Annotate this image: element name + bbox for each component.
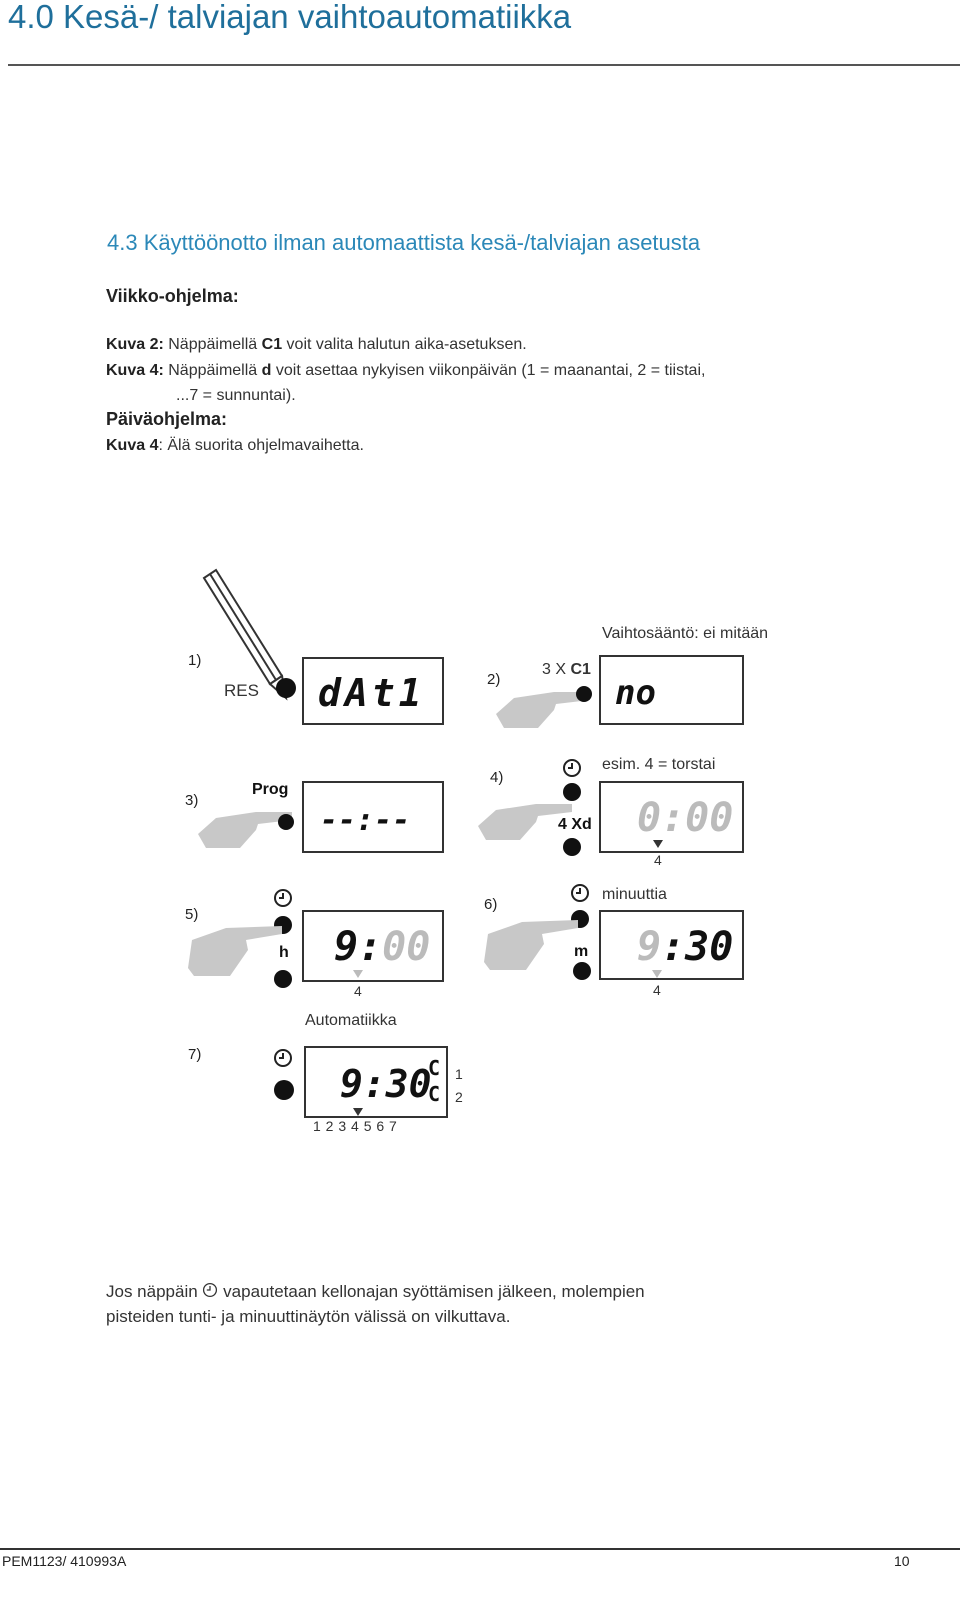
h-key-label: h: [279, 944, 289, 961]
prog-button[interactable]: [278, 814, 294, 830]
res-key-label: RES: [224, 681, 259, 700]
m-key-label: m: [574, 943, 589, 960]
m-button[interactable]: [573, 962, 591, 980]
instruction-line-1: Kuva 2: Näppäimellä C1 voit valita halut…: [106, 335, 527, 355]
caption: Vaihtosääntö: ei mitään: [602, 625, 769, 642]
text: vapautetaan kellonajan syöttämisen jälke…: [223, 1282, 645, 1301]
h-button[interactable]: [274, 970, 292, 988]
figure-ref: Kuva 4: [106, 437, 159, 454]
hand-icon: [188, 926, 282, 976]
text: voit valita halutun aika-asetuksen.: [286, 336, 527, 353]
section-title: 4.3 Käyttöönotto ilman automaattista kes…: [107, 230, 701, 255]
text: Jos näppäin: [106, 1282, 198, 1301]
lcd-text: 9:00: [334, 924, 431, 970]
footer-divider: [0, 1548, 960, 1550]
instruction-line-2b: ...7 = sunnuntai).: [176, 387, 296, 404]
figure-ref: Kuva 4:: [106, 362, 164, 379]
step-label: 4): [490, 769, 504, 786]
hand-icon: [478, 804, 572, 840]
caption: Automatiikka: [305, 1012, 397, 1029]
step-label: 5): [185, 906, 199, 923]
c1-key-label: C1: [570, 661, 591, 678]
day-indicator: [353, 1108, 363, 1116]
title-divider: [8, 64, 960, 66]
lcd-display: no: [599, 655, 744, 725]
hand-icon: [496, 692, 590, 728]
day-indicator: [652, 970, 662, 978]
lcd-text: 9:30: [340, 1062, 432, 1106]
instruction-line-3: Kuva 4: Älä suorita ohjelmavaihetta.: [106, 436, 364, 456]
daily-heading: Päiväohjelma:: [106, 409, 228, 429]
lcd-display: 9:30: [599, 910, 744, 980]
note-line-2: pisteiden tunti- ja minuuttinäytön välis…: [106, 1307, 511, 1326]
step-label: 6): [484, 896, 498, 913]
channel-c1-indicator: C: [428, 1056, 441, 1080]
lcd-text: --:--: [320, 803, 411, 838]
channel-c2-indicator: C: [428, 1082, 441, 1106]
day-number: 4: [354, 983, 362, 999]
instruction-line-2: Kuva 4: Näppäimellä d voit asettaa nykyi…: [106, 361, 705, 381]
key-ref: d: [261, 362, 272, 379]
page-number: 10: [894, 1553, 910, 1569]
d-button[interactable]: [563, 838, 581, 856]
day-number: 4: [653, 982, 661, 998]
lcd-display: dAt1: [302, 657, 444, 725]
lcd-text: dAt1: [318, 671, 426, 715]
step-label: 7): [188, 1046, 202, 1063]
clock-button[interactable]: [274, 1080, 294, 1100]
step-label: 2): [487, 671, 501, 688]
clock-icon: [563, 759, 581, 777]
instruction-figure: 1) RES dAt1 2) Vaihtosääntö: ei mitään 3…: [0, 560, 960, 1160]
step-label: 3): [185, 792, 199, 809]
day-indicator: [353, 970, 363, 978]
repeat-count: 3 X: [542, 661, 567, 678]
res-button[interactable]: [276, 678, 296, 698]
key-label: 3 X C1: [542, 661, 591, 679]
key-ref: C1: [261, 336, 283, 353]
lcd-text: 0:00: [637, 795, 734, 841]
text: : Älä suorita ohjelmavaihetta.: [158, 437, 364, 454]
clock-icon: [571, 884, 589, 902]
lcd-text: no: [615, 673, 656, 713]
lcd-display: 9:00: [302, 910, 444, 982]
d-key-label: 4 Xd: [558, 816, 592, 833]
lcd-display: --:--: [302, 781, 444, 853]
hand-icon: [198, 812, 292, 848]
c1-button[interactable]: [576, 686, 592, 702]
page-title: 4.0 Kesä-/ talviajan vaihtoautomatiikka: [8, 0, 572, 35]
document-code: PEM1123/ 410993A: [2, 1553, 127, 1569]
clock-icon: [203, 1282, 218, 1298]
weekday-numbers: 1 2 3 4 5 6 7: [313, 1118, 397, 1134]
text: voit asettaa nykyisen viikonpäivän (1 = …: [275, 362, 706, 379]
figure-ref: Kuva 2:: [106, 336, 164, 353]
text: Näppäimellä: [168, 362, 258, 379]
channel-1-label: 1: [455, 1066, 463, 1082]
clock-icon: [274, 889, 292, 907]
prog-key-label: Prog: [252, 781, 289, 798]
clock-icon: [274, 1049, 292, 1067]
channel-2-label: 2: [455, 1089, 463, 1105]
day-indicator: [653, 840, 663, 848]
lcd-display: 9:30 C C: [304, 1046, 448, 1118]
caption: esim. 4 = torstai: [602, 756, 716, 773]
lcd-text: 9:30: [637, 924, 734, 970]
lcd-display: 0:00: [599, 781, 744, 853]
clock-button[interactable]: [563, 783, 581, 801]
text: Näppäimellä: [168, 336, 258, 353]
note-line-1: Jos näppäin vapautetaan kellonajan syött…: [106, 1280, 645, 1304]
hand-icon: [484, 920, 578, 970]
caption: minuuttia: [602, 886, 667, 903]
step-label: 1): [188, 652, 202, 669]
weekly-heading: Viikko-ohjelma:: [106, 286, 239, 306]
day-number: 4: [654, 852, 662, 868]
